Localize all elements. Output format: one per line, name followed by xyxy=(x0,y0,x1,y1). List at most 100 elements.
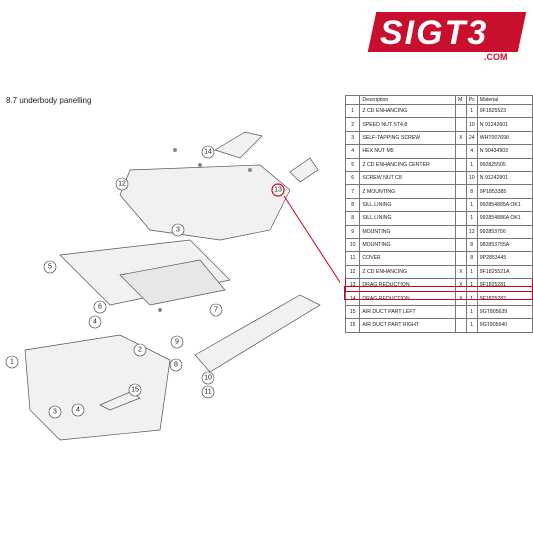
callout-11-label: 11 xyxy=(204,389,211,396)
fastener xyxy=(198,163,202,167)
part-1-panel xyxy=(24,334,171,441)
col-no xyxy=(344,95,361,105)
callout-4b xyxy=(71,403,85,417)
cell-desc: MOUNTING xyxy=(359,224,456,239)
cell-pc: 10 xyxy=(465,170,478,186)
cell-desc: SILL LINING xyxy=(359,211,456,226)
logo-wordmark: SIGT3 xyxy=(380,14,489,52)
cell-pc: 1 xyxy=(465,157,478,172)
cell-pc: 24 xyxy=(465,130,478,146)
callout-9-label: 9 xyxy=(175,339,179,346)
cell-no: 3 xyxy=(344,130,361,146)
cell-desc: Z CD ENHANCING xyxy=(359,103,456,119)
cell-no: 15 xyxy=(344,304,361,320)
callout-10 xyxy=(201,371,215,385)
cell-mat: 982853755A xyxy=(476,237,533,253)
cell-m: X xyxy=(454,130,467,146)
cell-no: 15 xyxy=(344,318,361,333)
cell-pc: 1 xyxy=(465,291,478,306)
callout-1 xyxy=(5,355,19,369)
callout-5 xyxy=(43,260,57,274)
cell-desc: MOUNTING xyxy=(359,237,456,253)
col-material: Material xyxy=(476,95,533,105)
part-12-shield xyxy=(119,164,291,241)
cell-no: 6 xyxy=(344,170,361,186)
cell-m xyxy=(454,237,467,253)
cell-desc: SCREW NUT C8 xyxy=(359,170,456,186)
cell-desc: SPEED NUT ST4,8 xyxy=(359,117,456,132)
callout-11 xyxy=(201,385,215,399)
callout-6-label: 6 xyxy=(98,304,102,311)
table-header: Description M Pc Material xyxy=(344,95,533,105)
cell-mat: 9GT805640 xyxy=(476,318,533,333)
callout-2-label: 2 xyxy=(138,347,142,354)
cell-m xyxy=(454,170,467,186)
cell-desc: SELF-TAPPING SCREW xyxy=(359,130,456,146)
cell-desc: Z CD ENHANCING CENTER xyxy=(359,157,456,172)
cell-pc: 1 xyxy=(465,211,478,226)
cell-desc: AIR DUCT PART LEFT xyxy=(359,304,456,320)
cell-desc: SILL LINING xyxy=(359,197,456,213)
callout-3b-label: 3 xyxy=(53,409,57,416)
cell-mat: N 91242601 xyxy=(476,117,533,132)
callout-5-label: 5 xyxy=(48,264,52,271)
cell-m xyxy=(454,197,467,213)
cell-mat: WHT007698 xyxy=(476,130,533,146)
cell-desc: Z CD ENHANCING xyxy=(359,264,456,280)
cell-pc: 10 xyxy=(465,117,478,132)
col-description: Description xyxy=(359,95,456,105)
callout-8 xyxy=(169,358,183,372)
cell-pc: 8 xyxy=(465,251,478,266)
cell-no: 11 xyxy=(344,251,361,266)
cell-desc: HEX NUT M5 xyxy=(359,144,456,159)
section-title: 8.7 underbody panelling xyxy=(6,96,92,105)
cell-pc: 8 xyxy=(465,237,478,253)
cell-no: 4 xyxy=(344,144,361,159)
callout-15 xyxy=(128,383,142,397)
cell-mat: 992853756 xyxy=(476,224,533,239)
callout-14 xyxy=(201,145,215,159)
cell-mat: 9F1825523 xyxy=(476,103,533,119)
sigt3-logo[interactable]: SIGT3 .COM xyxy=(367,12,527,62)
callout-8-label: 8 xyxy=(174,362,178,369)
callout-13 xyxy=(271,183,285,197)
parts-table: Description M Pc Material 1 Z CD ENHANCIN… xyxy=(344,95,533,333)
cell-pc: 1 xyxy=(465,103,478,119)
cell-m xyxy=(454,184,467,199)
cell-m xyxy=(454,304,467,320)
cell-no: 2 xyxy=(344,117,361,132)
callout-6 xyxy=(93,300,107,314)
cell-pc: 1 xyxy=(465,197,478,213)
cell-m xyxy=(454,103,467,119)
cell-pc: 12 xyxy=(465,224,478,239)
cell-pc: 8 xyxy=(465,184,478,199)
cell-no: 9 xyxy=(344,224,361,239)
cell-mat: 9P1853385 xyxy=(476,184,533,199)
cell-m xyxy=(454,117,467,132)
col-pc: Pc xyxy=(465,95,478,105)
cell-mat: N 90434903 xyxy=(476,144,533,159)
cell-no: 8 xyxy=(344,211,361,226)
cell-m xyxy=(454,251,467,266)
part-5-panel-2 xyxy=(119,259,226,306)
cell-pc: 1 xyxy=(465,264,478,280)
callout-14-label: 14 xyxy=(204,149,212,156)
callout-3-label: 3 xyxy=(176,227,180,234)
callout-1-label: 1 xyxy=(10,359,14,366)
